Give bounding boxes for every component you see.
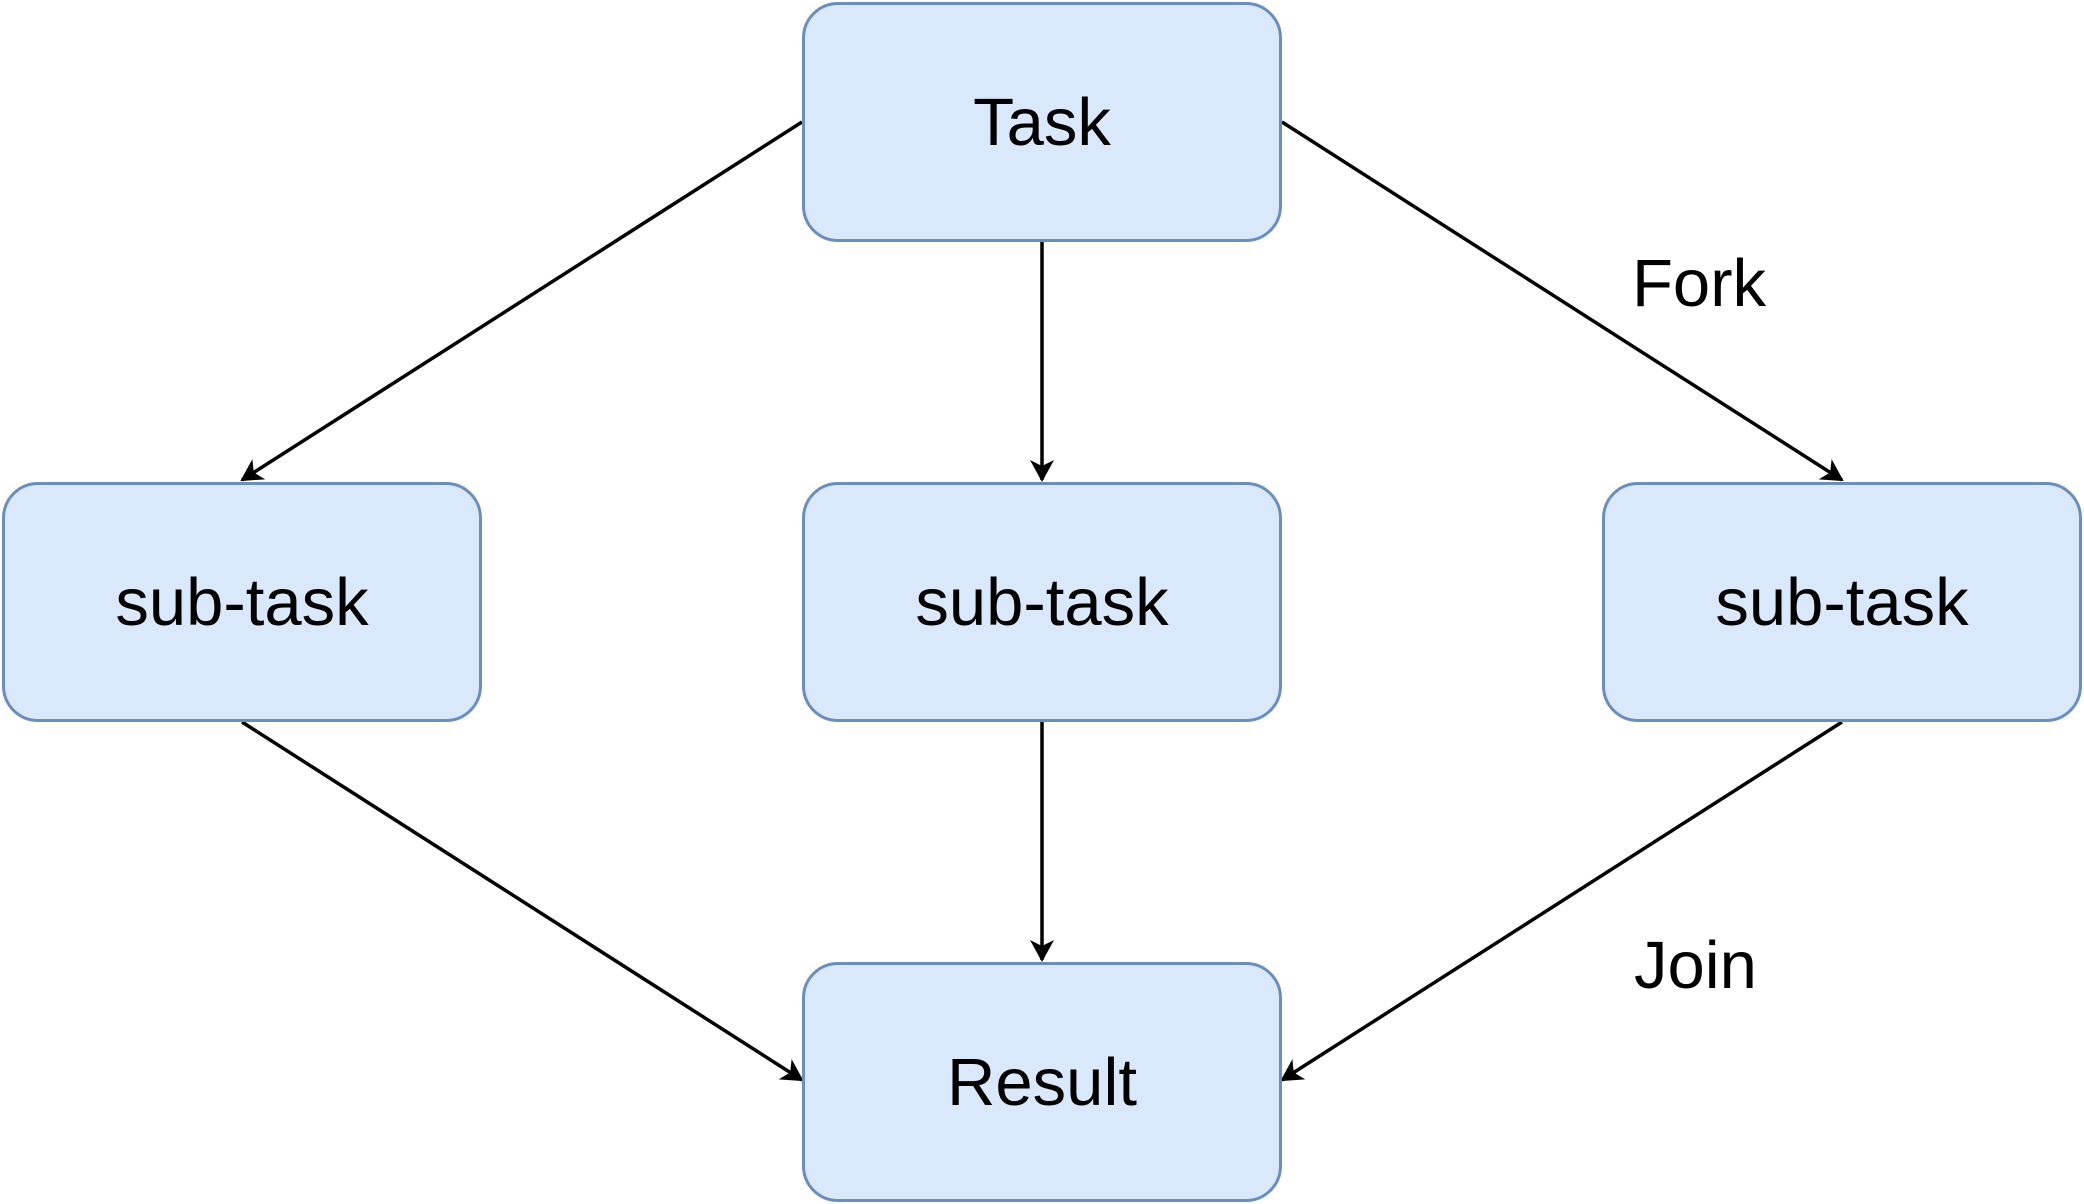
result-node: Result [802, 962, 1282, 1202]
task-node-label: Task [973, 84, 1111, 160]
task-node: Task [802, 2, 1282, 242]
subtask-node-center: sub-task [802, 482, 1282, 722]
fork-label: Fork [1632, 246, 1766, 321]
subtask-node-left: sub-task [2, 482, 482, 722]
edge-left-subtask-to-result [241, 720, 804, 1082]
edge-task-to-left-subtask [240, 120, 803, 482]
subtask-node-left-label: sub-task [115, 564, 369, 640]
join-label: Join [1634, 928, 1757, 1003]
subtask-node-right: sub-task [1602, 482, 2082, 722]
edge-right-subtask-to-result [1280, 720, 1843, 1082]
subtask-node-right-label: sub-task [1715, 564, 1969, 640]
result-node-label: Result [947, 1044, 1137, 1120]
subtask-node-center-label: sub-task [915, 564, 1169, 640]
edge-task-to-right-subtask [1281, 120, 1844, 482]
